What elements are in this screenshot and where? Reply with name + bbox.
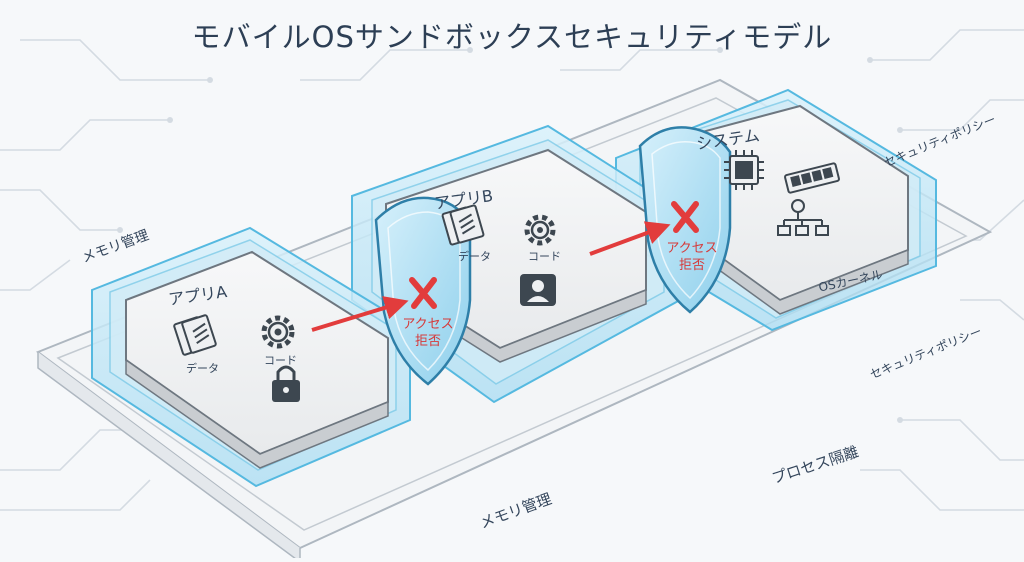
- gear-icon: [524, 214, 556, 246]
- memory-icon: [784, 162, 840, 194]
- lock-icon: [272, 365, 300, 402]
- app-a-code-label: コード: [264, 354, 297, 367]
- network-icon: [777, 199, 829, 236]
- user-icon: [520, 274, 556, 306]
- chip-icon: [724, 150, 764, 190]
- arrow-icon: [589, 221, 671, 256]
- arrow-icon: [311, 296, 409, 332]
- app-a-data-label: データ: [186, 362, 219, 375]
- document-icon: [441, 204, 485, 246]
- access-denied-label: アクセス拒否: [666, 241, 718, 273]
- x-mark-icon: [671, 201, 699, 233]
- app-b-data-label: データ: [458, 250, 491, 263]
- gear-icon: [261, 315, 295, 349]
- access-denied-label: アクセス拒否: [402, 317, 454, 349]
- x-mark-icon: [409, 277, 437, 309]
- app-b-code-label: コード: [528, 250, 561, 263]
- page-title: モバイルOSサンドボックスセキュリティモデル: [191, 20, 833, 54]
- circuit-traces: [0, 29, 1024, 511]
- app-a-container: [91, 226, 411, 488]
- document-icon: [173, 314, 217, 356]
